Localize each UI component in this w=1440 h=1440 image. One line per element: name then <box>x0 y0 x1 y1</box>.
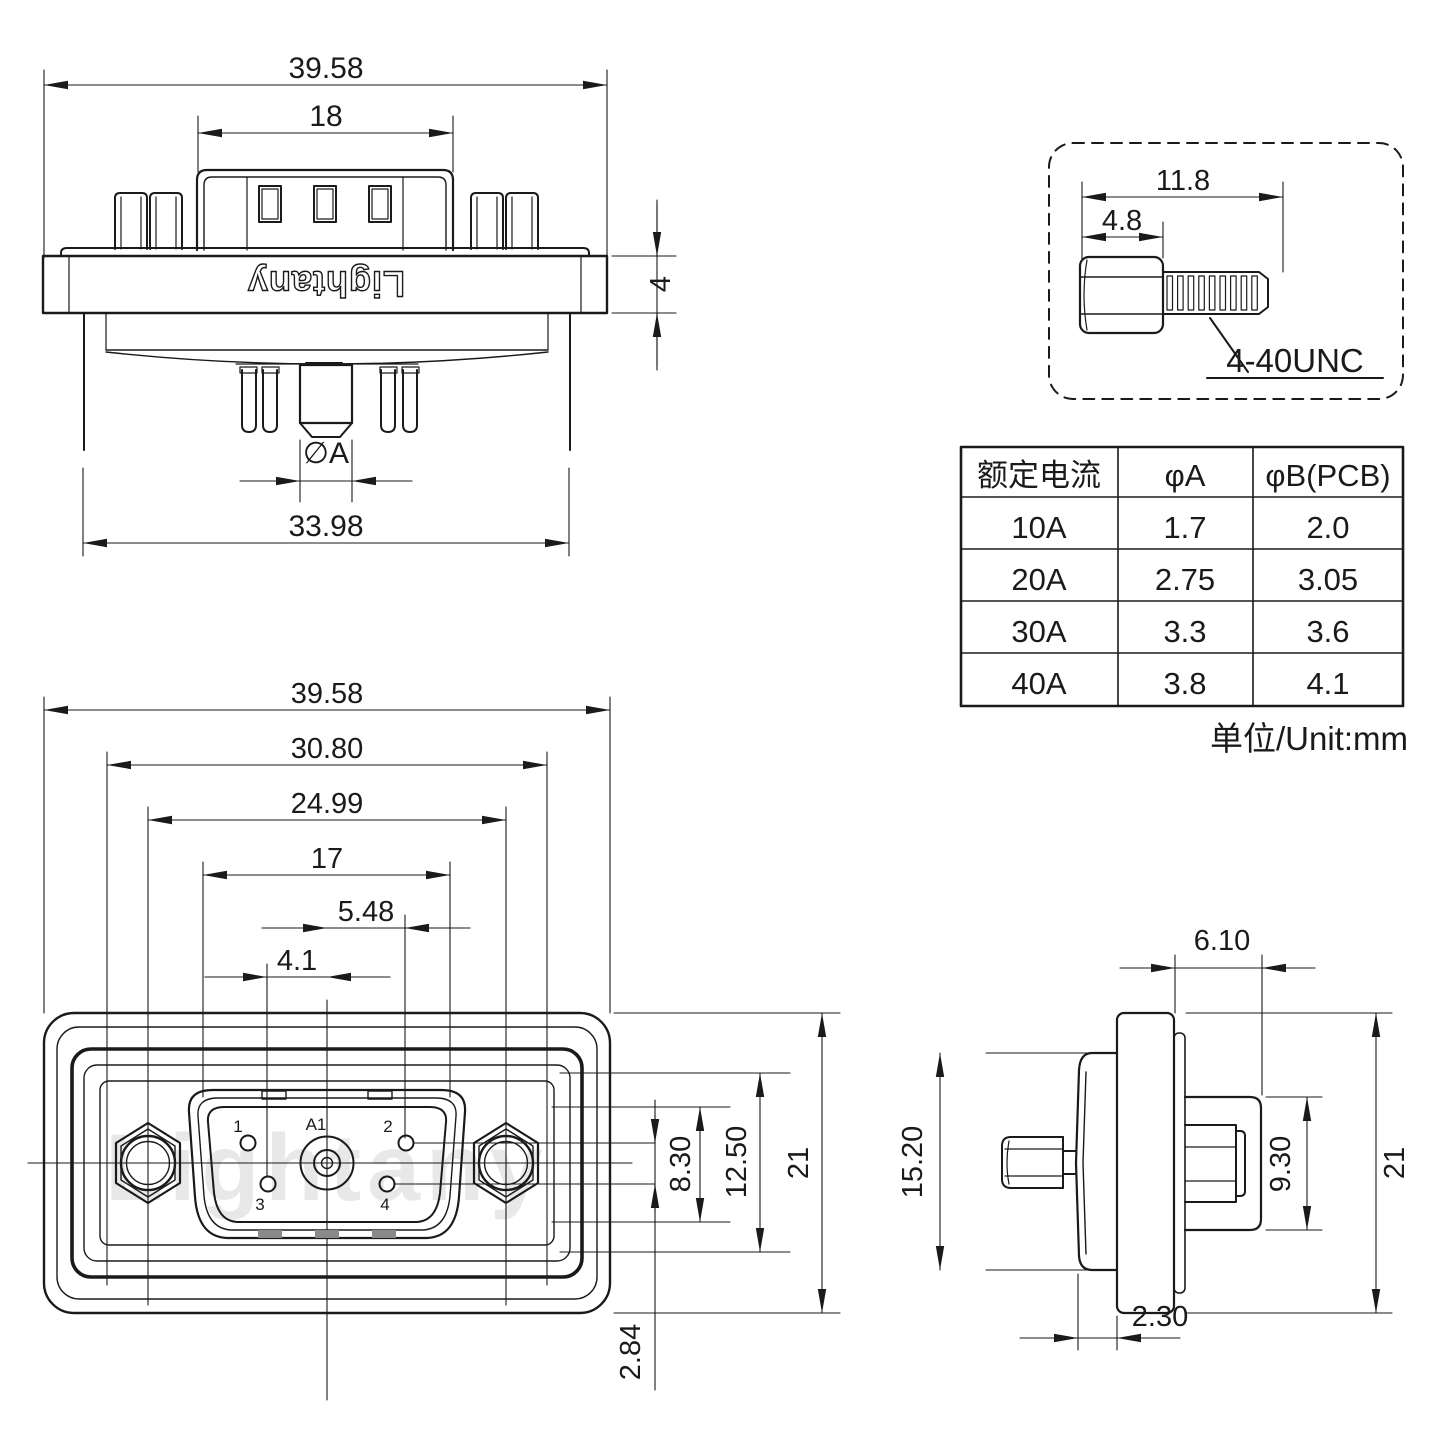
side-boss <box>1183 1095 1263 1232</box>
dim-label: 4 <box>645 276 677 292</box>
front-view: Lightany 39.58 30.80 24.99 17 5 <box>27 678 841 1401</box>
dim-label: 21 <box>783 1147 815 1179</box>
front-contacts: 1 2 3 4 A1 <box>233 1115 656 1214</box>
side-dim-flange-offset: 2.30 <box>1019 1273 1188 1351</box>
pin-label-3: 3 <box>255 1195 264 1214</box>
front-dim-insert-width: 17 <box>202 843 451 1098</box>
top-dim-flange-thickness: 4 <box>611 199 677 371</box>
screw-detail: 11.8 4.8 <box>1048 142 1404 400</box>
side-dim-boss-length: 6.10 <box>1119 925 1316 1096</box>
pin-label-2: 2 <box>383 1117 392 1136</box>
front-insert <box>187 1088 467 1240</box>
pin-label-a1: A1 <box>306 1115 327 1134</box>
top-standoff-right <box>470 192 539 250</box>
cell-current: 30A <box>1011 614 1066 649</box>
unit-note: 单位/Unit:mm <box>1210 720 1408 757</box>
top-dim-insert-width: 18 <box>197 100 454 173</box>
dim-label: 8.30 <box>665 1136 697 1192</box>
table-header-dia-a: φA <box>1165 458 1206 493</box>
thread-callout: 4-40UNC <box>1206 317 1384 379</box>
cell-dia-a: 3.3 <box>1163 614 1206 649</box>
dim-label: 18 <box>309 100 342 133</box>
front-dim-insert-height: 8.30 <box>551 1106 731 1223</box>
dim-label: 4.8 <box>1102 205 1142 237</box>
dim-label: 39.58 <box>288 52 363 85</box>
front-dim-mount-spacing: 24.99 <box>147 788 507 1306</box>
side-flange <box>1115 1011 1186 1315</box>
table-row: 20A 2.75 3.05 <box>1011 562 1358 597</box>
dim-label: 21 <box>1379 1147 1411 1179</box>
side-view: 6.10 15.20 <box>897 925 1411 1351</box>
thread-label: 4-40UNC <box>1226 342 1364 379</box>
dim-label: 15.20 <box>897 1126 929 1199</box>
front-dim-shell-height: 12.50 <box>559 1072 791 1253</box>
dim-label: 6.10 <box>1194 925 1250 957</box>
front-dim-row-spacing: 2.84 <box>615 1099 660 1391</box>
front-dim-pin3-offset: 4.1 <box>204 945 391 1177</box>
cell-current: 40A <box>1011 666 1066 701</box>
dim-label: 33.98 <box>288 510 363 543</box>
brand-logo-embossed: Lightany <box>247 264 405 305</box>
dim-label: 30.80 <box>291 733 364 765</box>
spec-table: 额定电流 φA φB(PCB) 10A 1.7 2.0 20A 2.75 3.0… <box>959 445 1408 757</box>
pin-label-4: 4 <box>380 1195 389 1214</box>
table-row: 40A 3.8 4.1 <box>1011 666 1349 701</box>
screw-dim-head-length: 4.8 <box>1081 205 1164 259</box>
side-dim-overall-height: 21 <box>1185 1012 1411 1314</box>
pin-label-1: 1 <box>233 1117 242 1136</box>
front-housing <box>42 1011 612 1315</box>
top-standoff-left <box>114 192 183 250</box>
front-dim-overall-width: 39.58 <box>43 678 611 1014</box>
cell-dia-a: 2.75 <box>1155 562 1215 597</box>
screw-body <box>1078 255 1269 335</box>
top-dim-overall-width: 39.58 <box>43 52 608 259</box>
table-header-dia-b: φB(PCB) <box>1265 458 1390 493</box>
dim-label: 4.1 <box>277 945 317 977</box>
dim-label: 2.30 <box>1132 1301 1188 1333</box>
side-dim-body-height: 15.20 <box>897 1052 1118 1271</box>
dim-label: 11.8 <box>1156 165 1210 197</box>
dim-label: 5.48 <box>338 896 394 928</box>
centerlines <box>27 999 633 1401</box>
side-stud <box>1001 1136 1077 1189</box>
cell-dia-a: 3.8 <box>1163 666 1206 701</box>
detail-boundary-box <box>1048 142 1404 400</box>
dim-label: 24.99 <box>291 788 364 820</box>
top-center-pin-tail <box>298 363 354 438</box>
table-row: 10A 1.7 2.0 <box>1011 510 1349 545</box>
cell-current: 10A <box>1011 510 1066 545</box>
dim-label: 12.50 <box>721 1126 753 1199</box>
side-rear-body <box>1074 1051 1119 1272</box>
side-dim-boss-height: 9.30 <box>1265 1096 1323 1231</box>
cell-dia-b: 2.0 <box>1306 510 1349 545</box>
top-rear-body <box>83 312 571 451</box>
front-dim-overall-height: 21 <box>613 1012 841 1314</box>
cell-dia-a: 1.7 <box>1163 510 1206 545</box>
table-header-current: 额定电流 <box>977 458 1101 493</box>
top-dim-body-width: 33.98 <box>82 467 570 557</box>
top-flange <box>41 247 609 315</box>
dim-label: 17 <box>311 843 343 875</box>
top-dim-center-pin-dia: ∅A <box>239 437 413 503</box>
top-solder-pins <box>241 369 418 433</box>
screw-dim-total-length: 11.8 <box>1081 165 1284 273</box>
dim-label: 39.58 <box>291 678 364 710</box>
cell-dia-b: 4.1 <box>1306 666 1349 701</box>
front-dim-pin2-offset: 5.48 <box>261 896 471 1139</box>
dim-label: 2.84 <box>615 1324 647 1380</box>
front-hex-nut-left <box>114 1121 182 1205</box>
dim-label: ∅A <box>303 437 349 470</box>
front-dim-shell-width: 30.80 <box>106 733 548 1286</box>
screw-threads <box>1166 275 1258 311</box>
dim-label: 9.30 <box>1265 1136 1297 1192</box>
cell-dia-b: 3.6 <box>1306 614 1349 649</box>
top-view: 39.58 18 4 ∅A 33.98 <box>41 52 677 557</box>
cell-current: 20A <box>1011 562 1066 597</box>
top-insert <box>195 168 455 252</box>
table-row: 30A 3.3 3.6 <box>1011 614 1349 649</box>
cell-dia-b: 3.05 <box>1298 562 1358 597</box>
insert-slots <box>258 185 392 223</box>
